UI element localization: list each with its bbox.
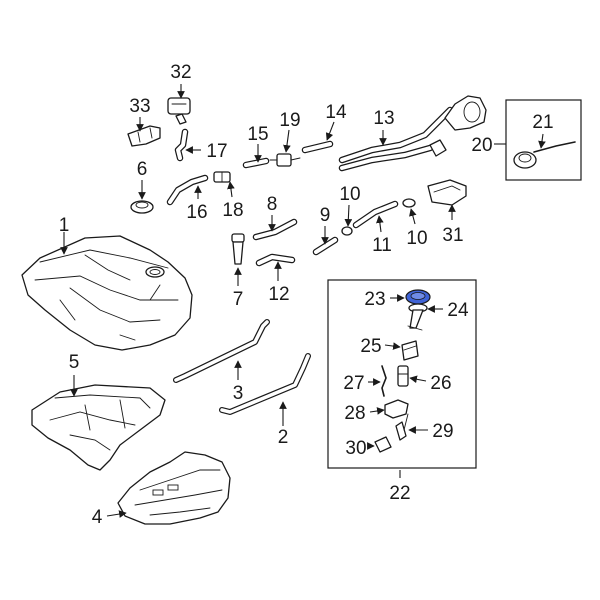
fuel-filter-26[interactable] <box>397 365 409 387</box>
bracket-33[interactable] <box>127 125 161 147</box>
callout-27: 27 <box>343 373 364 394</box>
inset-box-22 <box>327 279 477 469</box>
callout-7: 7 <box>233 289 244 310</box>
callout-8: 8 <box>267 194 278 215</box>
vent-valve-7[interactable] <box>231 233 245 265</box>
fuel-sender-24[interactable] <box>407 303 428 331</box>
filler-hose-11[interactable] <box>352 200 399 229</box>
callout-30: 30 <box>345 438 366 459</box>
callout-18: 18 <box>222 200 243 221</box>
callout-21: 21 <box>532 112 553 133</box>
clamp-10b[interactable] <box>341 226 353 236</box>
leader-lines <box>60 84 546 518</box>
callout-33: 33 <box>129 96 150 117</box>
wire-harness-27[interactable] <box>381 365 387 397</box>
connector-18[interactable] <box>213 171 231 183</box>
valve-19[interactable] <box>269 153 301 167</box>
callout-2: 2 <box>278 427 289 448</box>
filler-pipe-13[interactable] <box>338 95 487 172</box>
callout-19: 19 <box>279 110 300 131</box>
hose-15[interactable] <box>242 157 270 169</box>
callout-26: 26 <box>430 373 451 394</box>
callout-10a: 10 <box>406 228 427 249</box>
grommet-6[interactable] <box>130 200 154 214</box>
fuel-tank[interactable] <box>21 235 193 351</box>
fuel-cap-inset[interactable] <box>505 99 582 181</box>
valve-32[interactable] <box>167 97 191 125</box>
hose-9[interactable] <box>312 236 339 256</box>
clamp-10a[interactable] <box>402 198 416 208</box>
callout-17: 17 <box>206 141 227 162</box>
callout-5: 5 <box>69 352 80 373</box>
lock-ring-23[interactable] <box>405 289 431 305</box>
callout-29: 29 <box>432 421 453 442</box>
hose-8[interactable] <box>252 218 298 241</box>
callout-20: 20 <box>471 135 492 156</box>
callout-24: 24 <box>447 300 469 321</box>
hose-14[interactable] <box>301 140 334 154</box>
callout-4: 4 <box>92 507 103 528</box>
pump-strainer-29[interactable] <box>395 413 409 441</box>
pump-bracket-28[interactable] <box>384 399 409 419</box>
callout-31: 31 <box>442 225 463 246</box>
tank-shield-front[interactable] <box>31 384 166 471</box>
callout-16: 16 <box>186 202 207 223</box>
callout-3: 3 <box>233 383 244 404</box>
tank-shield-rear[interactable] <box>117 451 231 525</box>
callout-14: 14 <box>325 102 347 123</box>
callout-labels: 1 5 4 3 2 6 16 18 17 32 33 15 19 14 13 2… <box>59 62 554 528</box>
callout-32: 32 <box>170 62 191 83</box>
callout-22: 22 <box>389 483 410 504</box>
hose-17[interactable] <box>174 128 189 162</box>
hose-12[interactable] <box>255 253 296 267</box>
fuel-pump-module-22[interactable] <box>327 279 477 469</box>
callout-25: 25 <box>360 336 381 357</box>
tank-strap-2[interactable] <box>219 353 311 415</box>
callout-13: 13 <box>373 108 394 129</box>
callout-11: 11 <box>372 235 392 256</box>
callout-10b: 10 <box>339 184 360 205</box>
callout-23: 23 <box>364 289 385 310</box>
callout-9: 9 <box>320 205 331 226</box>
callout-12: 12 <box>268 284 289 305</box>
callout-28: 28 <box>344 403 365 424</box>
vapor-hose-16[interactable] <box>166 174 209 206</box>
callout-1: 1 <box>59 215 70 236</box>
fuel-door-31[interactable] <box>427 179 467 206</box>
inset-box-20 <box>505 99 582 181</box>
callout-6: 6 <box>137 159 148 180</box>
sensor-30[interactable] <box>374 436 392 453</box>
tank-strap-3[interactable] <box>173 319 270 383</box>
fuel-pump-25[interactable] <box>401 340 419 361</box>
callout-15: 15 <box>247 124 268 145</box>
